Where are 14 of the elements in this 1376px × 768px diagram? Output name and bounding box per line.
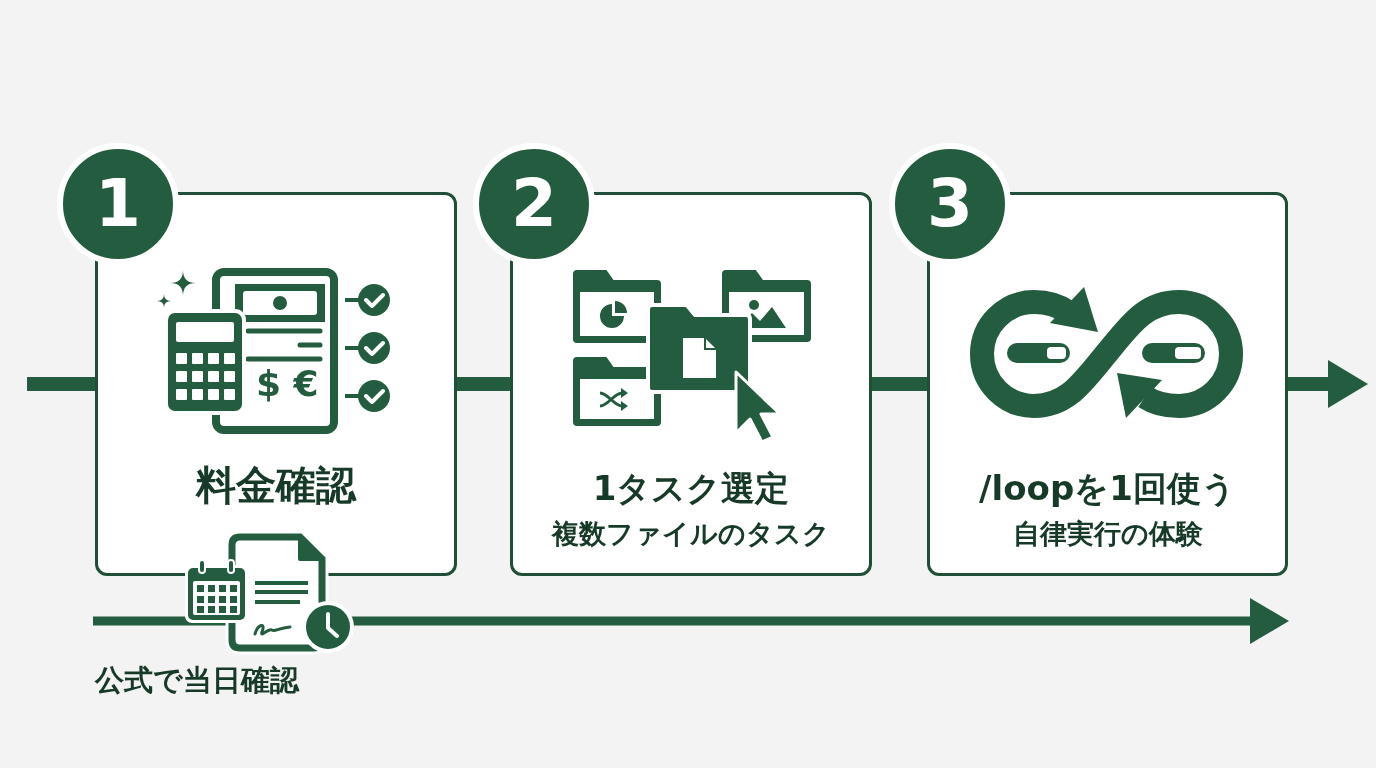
arrow [1288, 360, 1368, 408]
step-title: 料金確認 [196, 465, 356, 505]
connector-line [27, 377, 95, 391]
step-title: /loopを1回使う [979, 471, 1236, 505]
step-subtitle: 自律実行の体験 [1012, 520, 1203, 547]
step-number: 1 [95, 171, 141, 237]
connector-line [872, 377, 927, 391]
note-text: 公式で当日確認 [95, 666, 299, 695]
step-number: 2 [511, 171, 557, 237]
step-subtitle: 複数ファイルのタスク [552, 520, 830, 547]
step-title: 1タスク選定 [592, 471, 790, 505]
connector-line [457, 377, 510, 391]
currency-symbols: $ € [256, 366, 319, 402]
step-number: 3 [927, 171, 973, 237]
